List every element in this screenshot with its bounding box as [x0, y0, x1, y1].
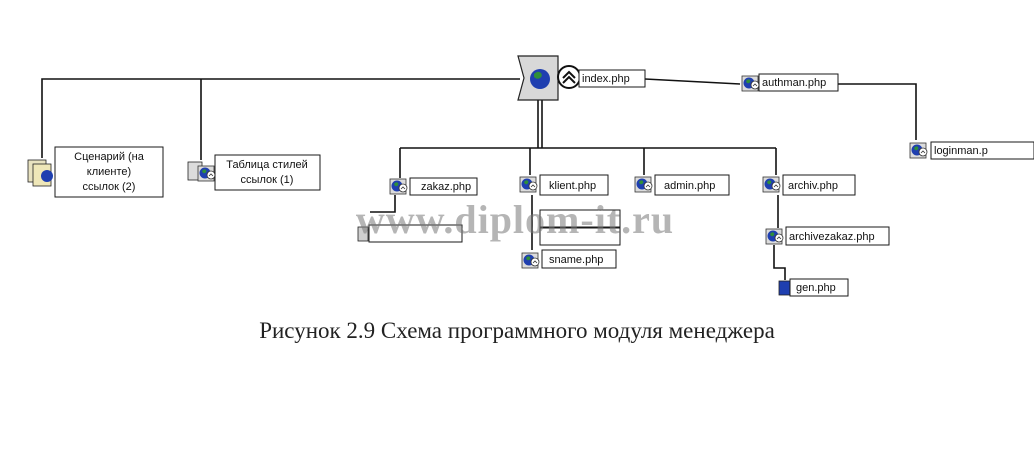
node-label-scenario-2: клиенте)	[87, 166, 131, 178]
node-label-loginman: loginman.p	[934, 145, 988, 157]
node-gen: gen.php	[778, 278, 849, 297]
node-klient-children	[539, 209, 621, 246]
script-file-icon	[41, 170, 53, 182]
node-stylesheet: Таблица стилей ссылок (1)	[187, 154, 321, 191]
node-client-script: Сценарий (на клиенте) ссылок (2)	[27, 146, 164, 198]
php-file-icon	[389, 178, 408, 195]
node-label-admin: admin.php	[664, 180, 715, 192]
node-authman: authman.php	[741, 73, 839, 92]
node-label-zakaz: zakaz.php	[421, 181, 471, 193]
node-label-scenario-3: ссылок (2)	[83, 181, 136, 193]
php-file-icon	[909, 142, 928, 159]
node-label-stylesheet-1: Таблица стилей	[226, 159, 308, 171]
node-archivezakaz: archivezakaz.php	[765, 226, 890, 246]
node-label-klient: klient.php	[549, 180, 596, 192]
node-loginman: loginman.p	[909, 141, 1034, 160]
node-sname: sname.php	[521, 249, 617, 269]
css-file-icon	[197, 165, 216, 182]
node-label-scenario-1: Сценарий (на	[74, 151, 145, 163]
php-file-icon	[634, 176, 653, 193]
node-label-archivezakaz: archivezakaz.php	[789, 231, 875, 243]
node-label-index: index.php	[582, 73, 630, 85]
table-file-icon	[357, 226, 369, 242]
node-label-gen: gen.php	[796, 282, 836, 294]
connector-lines	[41, 78, 917, 280]
node-klient: klient.php	[519, 174, 609, 196]
node-zakaz-child	[357, 224, 463, 243]
node-archiv: archiv.php	[762, 174, 856, 196]
php-file-icon	[741, 75, 760, 92]
node-label-authman: authman.php	[762, 77, 826, 89]
globe-icon	[530, 69, 550, 89]
php-file-icon	[762, 176, 781, 193]
php-file-icon	[521, 252, 540, 269]
node-label-sname: sname.php	[549, 254, 603, 266]
node-admin: admin.php	[634, 174, 730, 196]
watermark: www.diplom-it.ru	[355, 197, 675, 242]
node-label-archiv: archiv.php	[788, 180, 838, 192]
figure-caption: Рисунок 2.9 Схема программного модуля ме…	[259, 318, 775, 343]
node-zakaz: zakaz.php	[389, 177, 478, 196]
php-file-icon	[765, 228, 784, 245]
node-label-stylesheet-2: ссылок (1)	[241, 174, 294, 186]
node-index: index.php	[517, 55, 646, 101]
php-file-icon	[519, 176, 538, 193]
